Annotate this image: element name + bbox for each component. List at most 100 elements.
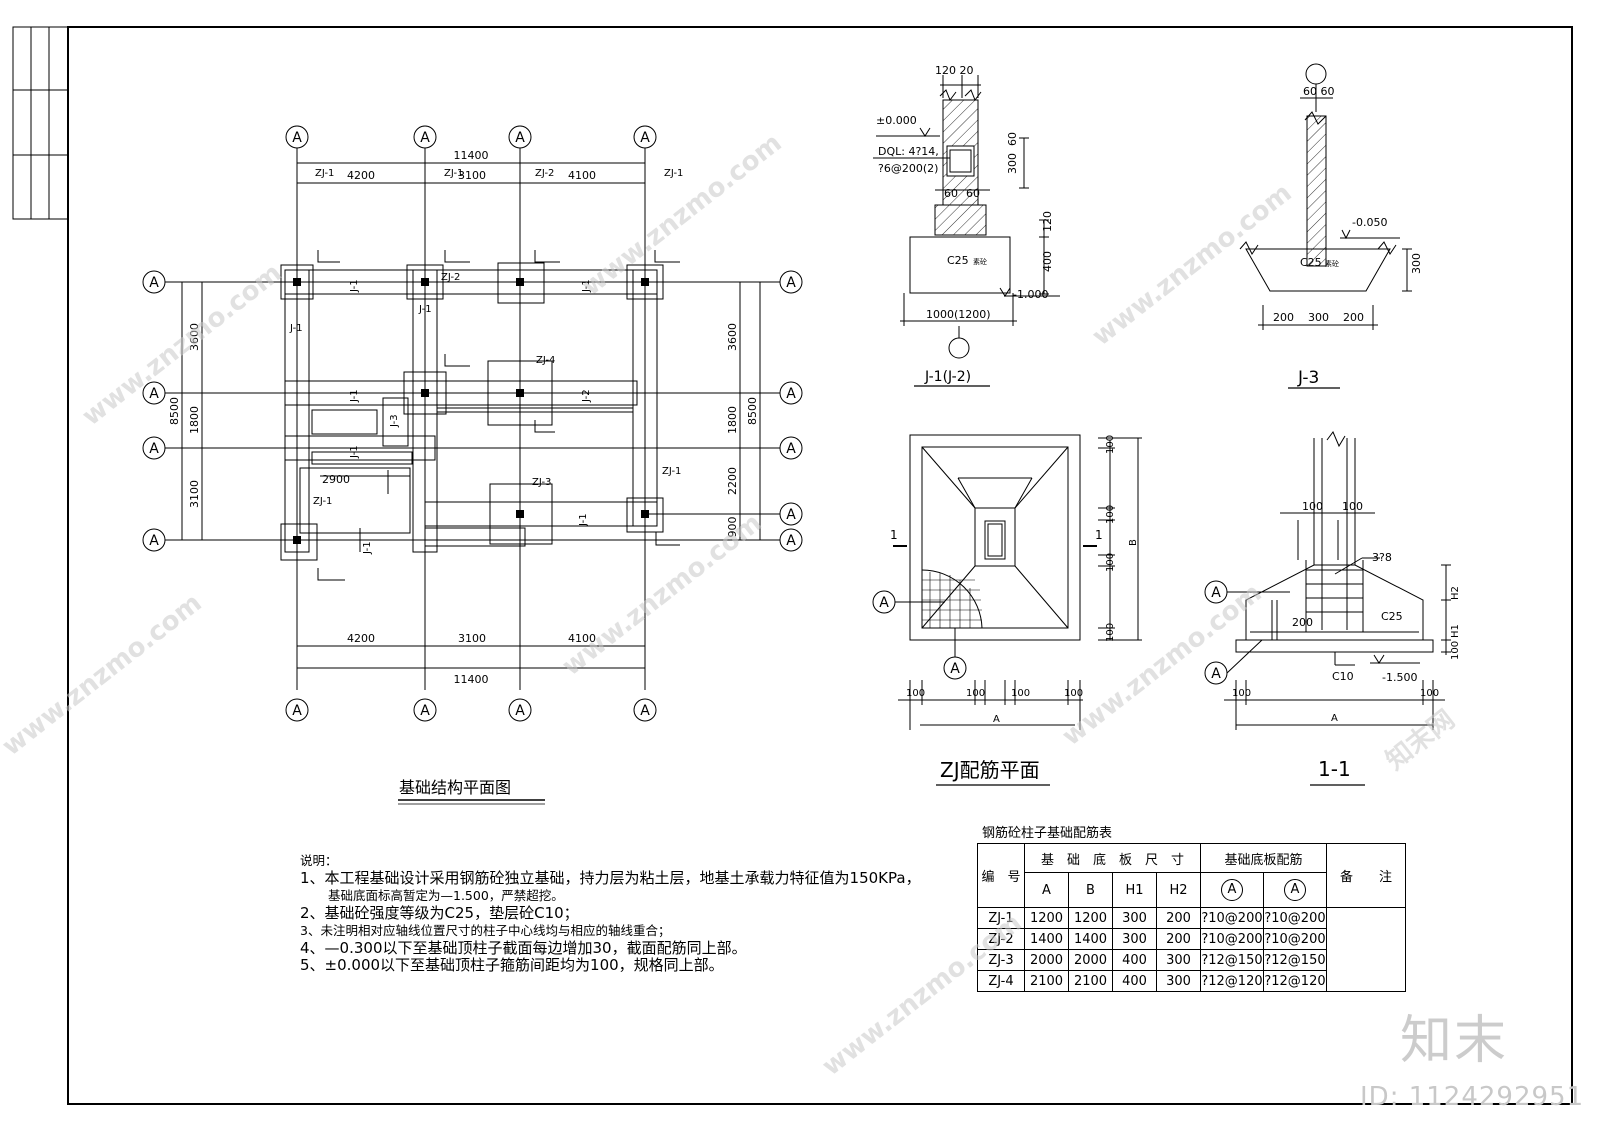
- dim-right-1: 3600: [726, 323, 739, 351]
- dim-top-3: 4100: [568, 169, 596, 182]
- zj-plan: [872, 434, 1142, 786]
- table-cell: 2100: [1024, 970, 1069, 992]
- table-cell: ZJ-2: [977, 928, 1025, 950]
- table-cell: ?10@200: [1200, 928, 1264, 950]
- dim-inner: 2900: [322, 473, 350, 486]
- table-cell: 300: [1156, 970, 1201, 992]
- axis-label: A: [149, 441, 159, 457]
- table-cell: ZJ-3: [977, 949, 1025, 971]
- label-zj1: ZJ-1: [315, 168, 334, 179]
- table-cell: 1400: [1068, 928, 1113, 950]
- table-subheader-rebar-a: A: [1200, 872, 1264, 908]
- dim-bottom-3: 4100: [568, 632, 596, 645]
- table-subheader-h1: H1: [1112, 872, 1157, 908]
- dimension-lines: [181, 162, 761, 669]
- label-j3: J-3: [389, 414, 400, 428]
- table-subheader-b: B: [1068, 872, 1113, 908]
- axis-label: A: [786, 441, 796, 457]
- section-j3-text: 60 60 -0.050 C25 素砼 300 200 300 200 J-3: [1273, 85, 1423, 388]
- j1-dim-60a: 60: [944, 187, 958, 200]
- j3-dim-bottom-1: 200: [1273, 311, 1294, 324]
- table-cell: 2000: [1068, 949, 1113, 971]
- dim-right-2: 1800: [726, 406, 739, 434]
- zj-cut-mark-right: 1: [1095, 528, 1103, 542]
- s11-concrete: C25: [1381, 610, 1403, 623]
- rebar-table: 编 号 基 础 底 板 尺 寸 基础底板配筋 备 注 A B H1 H2 A A…: [977, 843, 1406, 992]
- table-cell: ?12@120: [1200, 970, 1264, 992]
- section-11: [1204, 431, 1451, 786]
- notes-item-4: 4、—0.300以下至基础顶柱子截面每边增加30，截面配筋同上部。: [300, 938, 747, 957]
- dim-left-2: 1800: [188, 406, 201, 434]
- plan-title: 基础结构平面图: [399, 778, 511, 797]
- label-j1: J-1: [581, 279, 592, 293]
- table-subheader-h2: H2: [1156, 872, 1201, 908]
- table-cell: 200: [1156, 928, 1201, 950]
- j3-title: J-3: [1297, 368, 1319, 388]
- j3-dim-bottom-3: 200: [1343, 311, 1364, 324]
- table-cell: ?12@120: [1263, 970, 1327, 992]
- table-subheader-a: A: [1024, 872, 1069, 908]
- s11-dim-100: 100: [1450, 641, 1461, 660]
- s11-dim-100: 100: [1232, 688, 1251, 699]
- label-j2: J-2: [581, 389, 592, 403]
- table-subheader-row: A B H1 H2 A A: [978, 872, 1406, 908]
- zj-dim-100: 100: [1105, 623, 1116, 642]
- zj-dim-100: 100: [966, 688, 985, 699]
- label-j1: J-1: [349, 445, 360, 459]
- rebar-mesh: [922, 572, 982, 628]
- table-cell: ZJ-1: [977, 907, 1025, 929]
- dim-left-3: 3100: [188, 480, 201, 508]
- dim-total-top: 11400: [454, 149, 489, 162]
- axis-label: A: [515, 130, 525, 146]
- s11-rebar: 3?8: [1372, 551, 1392, 564]
- zj-dim-100: 100: [906, 688, 925, 699]
- grid-lines: [165, 148, 780, 690]
- zj-plan-title: ZJ配筋平面: [940, 758, 1040, 782]
- axis-label: A: [420, 130, 430, 146]
- table-subheader-rebar-b: A: [1263, 872, 1327, 908]
- j1-dim-60b: 60: [966, 187, 980, 200]
- table-title: 钢筋砼柱子基础配筋表: [982, 826, 1113, 841]
- table-row: ZJ-4 2100 2100 400 300 ?12@120 ?12@120: [977, 970, 1406, 992]
- zj-dim-100: 100: [1105, 553, 1116, 572]
- dim-top-1: 4200: [347, 169, 375, 182]
- label-zj2: ZJ-2: [535, 168, 554, 179]
- table-header-id: 编 号: [977, 843, 1025, 908]
- label-zj1: ZJ-1: [664, 168, 683, 179]
- section-j3: [1239, 63, 1412, 389]
- zj-dim-100: 100: [1105, 435, 1116, 454]
- watermark-id: ID: 1124292951: [1360, 1082, 1585, 1112]
- j3-dim-300: 300: [1410, 253, 1423, 274]
- s11-h2: H2: [1450, 586, 1461, 600]
- axis-label: A: [786, 533, 796, 549]
- sheet-frame: [12, 26, 1573, 1105]
- notes-item-1-cont: 基础底面标高暂定为—1.500，严禁超挖。: [328, 888, 564, 903]
- j1-dim-300: 300: [1006, 153, 1019, 174]
- j3-dim-bottom-2: 300: [1308, 311, 1329, 324]
- dim-right-4: 900: [726, 517, 739, 538]
- zj-dim-b: B: [1128, 539, 1139, 546]
- s11-cushion: C10: [1332, 670, 1354, 683]
- j1-title: J-1(J-2): [924, 369, 971, 385]
- dim-left-1: 3600: [188, 323, 201, 351]
- zj-plan-text: 1 1 100 100 100 100 B 100 100 100 100 A …: [879, 435, 1139, 782]
- table-cell: ?12@150: [1200, 949, 1264, 971]
- s11-dim-100: 100: [1302, 500, 1323, 513]
- table-header-row: 编 号 基 础 底 板 尺 寸 基础底板配筋 备 注: [977, 843, 1406, 908]
- label-zj2: ZJ-2: [441, 272, 460, 283]
- j3-dim-top: 60 60: [1303, 85, 1335, 98]
- table-note-cell: [1326, 907, 1406, 992]
- j1-width: 1000(1200): [926, 308, 991, 321]
- table-rebar-marker: A: [1284, 879, 1306, 901]
- notes-item-1: 1、本工程基础设计采用钢筋砼独立基础，持力层为粘土层，地基土承载力特征值为150…: [300, 868, 921, 887]
- table-cell: 300: [1112, 907, 1157, 929]
- s11-marker: A: [1211, 585, 1221, 601]
- axis-label: A: [149, 533, 159, 549]
- table-cell: ?10@200: [1200, 907, 1264, 929]
- s11-h1: H1: [1450, 624, 1461, 638]
- axis-label: A: [292, 703, 302, 719]
- table-cell: 400: [1112, 970, 1157, 992]
- dim-bottom-1: 4200: [347, 632, 375, 645]
- notes-item-3: 3、未注明相对应轴线位置尺寸的柱子中心线均与相应的轴线重合；: [300, 923, 671, 938]
